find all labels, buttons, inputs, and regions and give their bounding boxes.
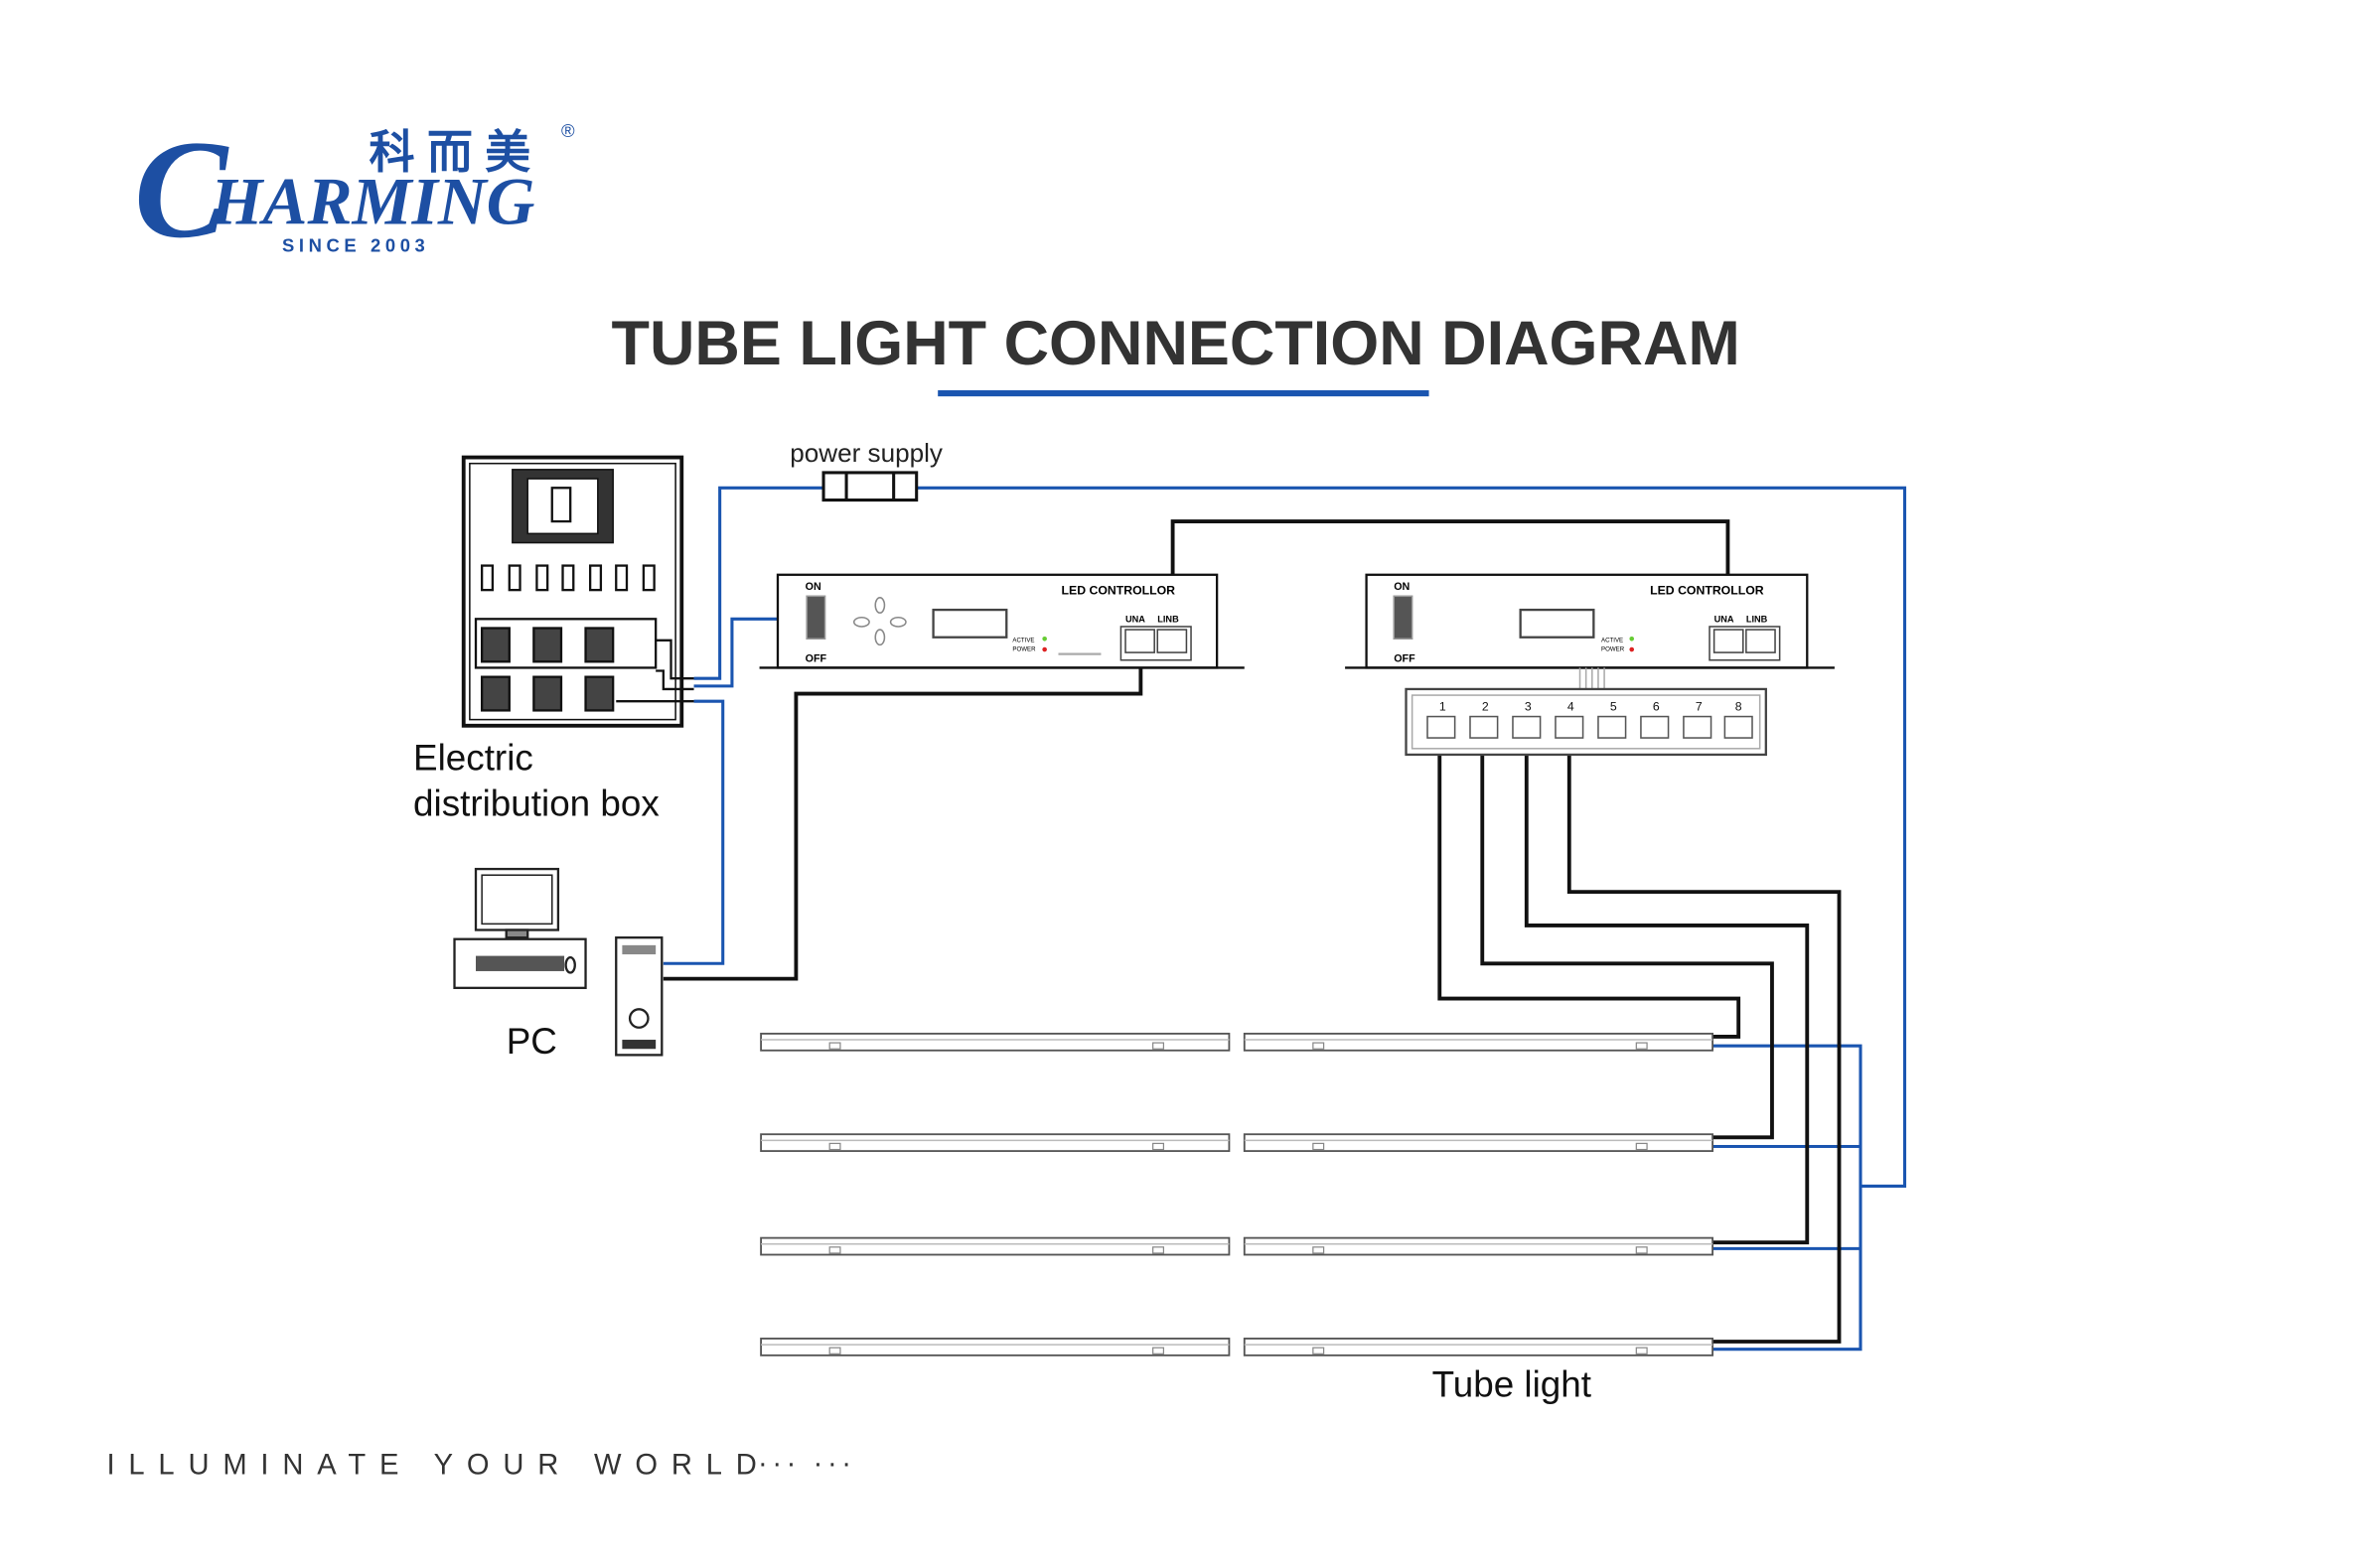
footer-tagline: ILLUMINATE YOUR WORLD bbox=[106, 1450, 770, 1482]
brand-logo: C HARMING 科而美 ® SINCE 2003 bbox=[134, 111, 575, 267]
splitter-port[interactable] bbox=[1597, 715, 1627, 739]
active-label: ACTIVE bbox=[1012, 637, 1034, 643]
controller-off-label: OFF bbox=[806, 652, 827, 664]
port-number: 5 bbox=[1610, 699, 1617, 713]
power-wires bbox=[663, 486, 1907, 1352]
port-una[interactable] bbox=[1712, 629, 1744, 653]
footer-dots: ··· ··· bbox=[758, 1448, 856, 1480]
splitter-port[interactable] bbox=[1469, 715, 1499, 739]
controller-on-label: ON bbox=[1394, 581, 1410, 593]
controller-title: LED CONTROLLOR bbox=[1650, 584, 1764, 598]
electric-distribution-box bbox=[461, 455, 694, 728]
power-supply-label: power supply bbox=[790, 438, 943, 468]
pc-label: PC bbox=[507, 1021, 557, 1062]
controller-off-label: OFF bbox=[1394, 652, 1415, 664]
port-number: 2 bbox=[1482, 699, 1489, 713]
splitter-port[interactable] bbox=[1426, 715, 1456, 739]
page-title: TUBE LIGHT CONNECTION DIAGRAM bbox=[612, 309, 1740, 378]
tube-light bbox=[1243, 1032, 1714, 1052]
led-controller-2: ON OFF ACTIVE POWER LED CONTROLLOR UNA L… bbox=[1345, 573, 1835, 689]
port-number: 1 bbox=[1439, 699, 1446, 713]
splitter-port[interactable] bbox=[1640, 715, 1670, 739]
controller-on-label: ON bbox=[806, 581, 821, 593]
pc bbox=[453, 867, 664, 1057]
port-a-label: UNA bbox=[1714, 614, 1734, 624]
display-screen bbox=[1519, 608, 1595, 639]
tube-light bbox=[760, 1032, 1231, 1052]
power-supply: power supply bbox=[790, 438, 943, 502]
led-controller-1: ON OFF ACTIVE POWER LED CONTROLLOR UNA L… bbox=[759, 573, 1245, 669]
distribution-box-label-line1: Electric bbox=[413, 737, 533, 778]
tube-light bbox=[760, 1236, 1231, 1256]
port-number: 8 bbox=[1735, 699, 1742, 713]
active-label: ACTIVE bbox=[1601, 637, 1623, 643]
logo-initial: C bbox=[134, 111, 229, 267]
power-indicator-label: POWER bbox=[1012, 646, 1036, 653]
logo-chinese: 科而美 bbox=[370, 126, 543, 178]
tube-light-label: Tube light bbox=[1432, 1363, 1591, 1404]
port-number: 3 bbox=[1525, 699, 1532, 713]
tube-light bbox=[1243, 1133, 1714, 1153]
port-linb[interactable] bbox=[1745, 629, 1776, 653]
power-switch[interactable] bbox=[1393, 595, 1413, 641]
title-underline bbox=[938, 390, 1429, 397]
display-screen bbox=[932, 608, 1008, 639]
pc-tower-icon bbox=[615, 936, 664, 1057]
tube-lights bbox=[760, 1032, 1714, 1356]
port-una[interactable] bbox=[1124, 629, 1155, 653]
port-number: 6 bbox=[1653, 699, 1660, 713]
tube-light bbox=[1243, 1236, 1714, 1256]
splitter-port[interactable] bbox=[1555, 715, 1584, 739]
controller-title: LED CONTROLLOR bbox=[1062, 584, 1176, 598]
logo-registered: ® bbox=[561, 120, 575, 141]
port-number: 7 bbox=[1696, 699, 1703, 713]
splitter-port[interactable] bbox=[1683, 715, 1712, 739]
port-a-label: UNA bbox=[1125, 614, 1145, 624]
control-buttons[interactable] bbox=[852, 597, 907, 646]
tube-light bbox=[760, 1338, 1231, 1356]
port-number: 4 bbox=[1567, 699, 1574, 713]
distribution-box-label-line2: distribution box bbox=[413, 783, 660, 823]
logo-since: SINCE 2003 bbox=[282, 234, 429, 255]
port-b-label: LINB bbox=[1746, 614, 1768, 624]
splitter-port[interactable] bbox=[1723, 715, 1753, 739]
logo-brand: HARMING bbox=[210, 165, 535, 239]
port-b-label: LINB bbox=[1157, 614, 1179, 624]
power-switch[interactable] bbox=[806, 595, 826, 641]
signal-splitter: 1 2 3 4 5 6 7 8 bbox=[1405, 687, 1767, 757]
power-indicator-label: POWER bbox=[1601, 646, 1625, 653]
splitter-port[interactable] bbox=[1512, 715, 1542, 739]
tube-light bbox=[760, 1133, 1231, 1153]
tube-light bbox=[1243, 1338, 1714, 1356]
port-linb[interactable] bbox=[1156, 629, 1188, 653]
